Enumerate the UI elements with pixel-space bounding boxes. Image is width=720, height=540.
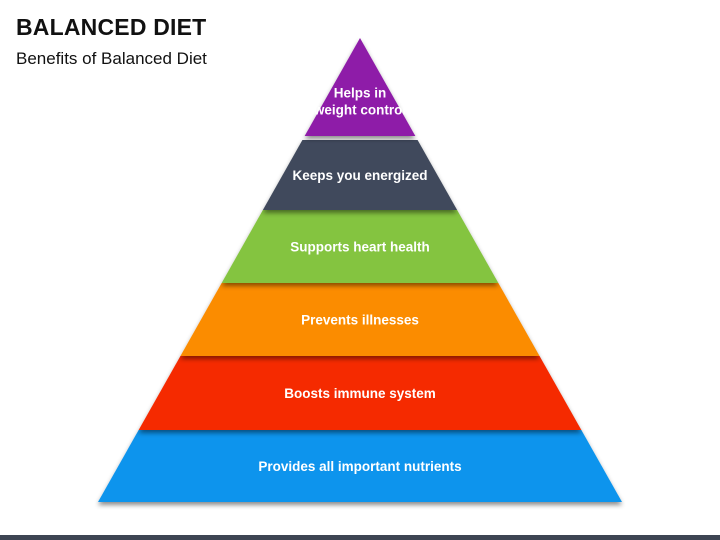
page-title: BALANCED DIET [16,14,207,40]
pyramid-tier-shape [180,283,540,356]
pyramid-tier-3: Supports heart health [221,210,499,283]
pyramid-tier-label: Prevents illnesses [301,313,419,328]
pyramid-tier-label: Provides all important nutrients [258,459,461,474]
pyramid-tier-shape [221,210,499,283]
page-subtitle: Benefits of Balanced Diet [16,49,207,68]
pyramid-tier-5: Boosts immune system [138,356,582,430]
pyramid-tier-shape [262,140,458,210]
pyramid-tier-shape [304,38,416,136]
pyramid-tier-1: Helps in weight control [304,38,416,136]
pyramid-tier-6: Provides all important nutrients [98,430,622,502]
pyramid-tier-label-line: Supports heart health [290,240,430,255]
pyramid-tier-label-line: Keeps you energized [292,168,427,183]
pyramid-tier-shape [98,430,622,502]
pyramid-tier-label-line: Prevents illnesses [301,313,419,328]
pyramid-tier-label: Helps in weight control [313,86,406,118]
pyramid-tier-label-line: Provides all important nutrients [258,459,461,474]
pyramid-tier-label-line: Boosts immune system [284,386,436,401]
pyramid-tier-label: Supports heart health [290,240,430,255]
footer-bar [0,535,720,540]
pyramid-tier-label: Keeps you energized [292,168,427,183]
pyramid-tier-label-line: Helps in [334,86,387,101]
pyramid-tier-2: Keeps you energized [262,140,458,210]
pyramid-tier-label-line: weight control [313,103,406,118]
pyramid-tier-4: Prevents illnesses [180,283,540,356]
pyramid-tier-shape [138,356,582,430]
pyramid-tier-label: Boosts immune system [284,386,436,401]
